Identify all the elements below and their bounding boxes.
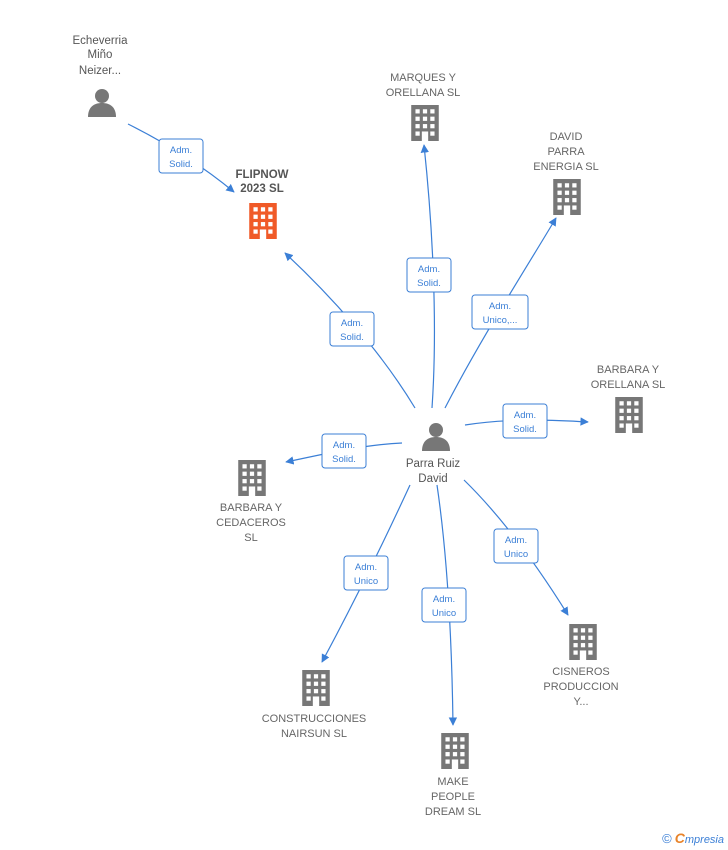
building-icon: [441, 733, 469, 769]
node-barbara-cedaceros[interactable]: BARBARA Y CEDACEROS SL: [216, 460, 286, 544]
svg-text:Solid.: Solid.: [169, 159, 193, 170]
person-icon: [422, 423, 450, 451]
svg-text:Parra Ruiz: Parra Ruiz: [406, 458, 461, 470]
edge-label-center-construcciones[interactable]: Adm. Unico: [343, 555, 389, 591]
node-construcciones[interactable]: CONSTRUCCIONES NAIRSUN SL: [262, 670, 367, 740]
svg-text:Unico: Unico: [354, 576, 378, 587]
node-marques[interactable]: MARQUES Y ORELLANA SL: [386, 72, 461, 141]
svg-text:Adm.: Adm.: [170, 145, 192, 156]
svg-text:PARRA: PARRA: [547, 146, 585, 158]
svg-text:Solid.: Solid.: [513, 424, 537, 435]
svg-text:FLIPNOW: FLIPNOW: [235, 169, 288, 181]
node-echeverria[interactable]: Echeverria Miño Neizer...: [73, 35, 129, 117]
edge-label-center-flipnow[interactable]: Adm. Solid.: [329, 311, 375, 347]
node-flipnow[interactable]: FLIPNOW 2023 SL: [235, 169, 289, 239]
svg-text:Y...: Y...: [573, 696, 588, 708]
svg-text:SL: SL: [244, 532, 257, 544]
edge-label-center-cisneros[interactable]: Adm. Unico: [493, 528, 539, 564]
svg-text:PEOPLE: PEOPLE: [431, 791, 475, 803]
node-barbara-orellana[interactable]: BARBARA Y ORELLANA SL: [591, 364, 666, 433]
building-icon: [569, 624, 597, 660]
svg-text:2023 SL: 2023 SL: [240, 183, 283, 195]
svg-text:Neizer...: Neizer...: [79, 65, 121, 77]
svg-text:Unico,...: Unico,...: [483, 315, 518, 326]
svg-text:Unico: Unico: [504, 549, 528, 560]
building-icon: [553, 179, 581, 215]
footer-brand: © Cmpresia: [662, 830, 724, 846]
svg-text:Unico: Unico: [432, 608, 456, 619]
node-center[interactable]: Parra Ruiz David: [406, 423, 461, 485]
svg-text:Solid.: Solid.: [332, 454, 356, 465]
svg-text:MARQUES Y: MARQUES Y: [390, 72, 456, 84]
svg-text:CISNEROS: CISNEROS: [552, 666, 609, 678]
svg-text:BARBARA Y: BARBARA Y: [597, 364, 660, 376]
svg-text:ORELLANA SL: ORELLANA SL: [591, 379, 666, 391]
edge-label-center-barbara-cedaceros[interactable]: Adm. Solid.: [321, 433, 367, 469]
svg-text:Solid.: Solid.: [417, 278, 441, 289]
edge-label-center-marques[interactable]: Adm. Solid.: [406, 257, 452, 293]
svg-text:ORELLANA SL: ORELLANA SL: [386, 87, 461, 99]
svg-text:ENERGIA SL: ENERGIA SL: [533, 161, 598, 173]
node-make-people[interactable]: MAKE PEOPLE DREAM SL: [425, 733, 481, 818]
svg-text:CONSTRUCCIONES: CONSTRUCCIONES: [262, 713, 367, 725]
svg-text:Solid.: Solid.: [340, 332, 364, 343]
svg-text:David: David: [418, 473, 447, 485]
building-icon: [411, 105, 439, 141]
brand-logo-text: mpresia: [684, 834, 724, 846]
svg-text:MAKE: MAKE: [437, 776, 468, 788]
building-icon: [302, 670, 330, 706]
svg-text:NAIRSUN SL: NAIRSUN SL: [281, 728, 347, 740]
svg-text:Adm.: Adm.: [418, 264, 440, 275]
building-icon: [238, 460, 266, 496]
svg-text:Adm.: Adm.: [489, 301, 511, 312]
svg-text:Adm.: Adm.: [355, 562, 377, 573]
svg-text:Adm.: Adm.: [505, 535, 527, 546]
svg-text:Adm.: Adm.: [514, 410, 536, 421]
svg-text:DAVID: DAVID: [550, 131, 583, 143]
brand-logo-initial: C: [674, 830, 685, 846]
person-icon: [88, 89, 116, 117]
node-cisneros[interactable]: CISNEROS PRODUCCION Y...: [543, 624, 619, 708]
edge-label-center-david-parra[interactable]: Adm. Unico,...: [471, 294, 529, 330]
edge-label-center-make-people[interactable]: Adm. Unico: [421, 587, 467, 623]
svg-text:Adm.: Adm.: [333, 440, 355, 451]
node-david-parra[interactable]: DAVID PARRA ENERGIA SL: [533, 131, 599, 215]
svg-text:Miño: Miño: [88, 49, 113, 61]
building-icon: [249, 203, 277, 239]
copyright-icon: ©: [662, 831, 672, 846]
edge-label-echeverria-flipnow[interactable]: Adm. Solid.: [158, 138, 204, 174]
edge-label-center-barbara-orellana[interactable]: Adm. Solid.: [502, 403, 548, 439]
svg-text:PRODUCCION: PRODUCCION: [543, 681, 618, 693]
svg-text:CEDACEROS: CEDACEROS: [216, 517, 286, 529]
svg-text:BARBARA Y: BARBARA Y: [220, 502, 283, 514]
svg-text:Echeverria: Echeverria: [73, 35, 129, 47]
svg-text:Adm.: Adm.: [341, 318, 363, 329]
svg-text:DREAM SL: DREAM SL: [425, 806, 481, 818]
svg-text:Adm.: Adm.: [433, 594, 455, 605]
building-icon: [615, 397, 643, 433]
